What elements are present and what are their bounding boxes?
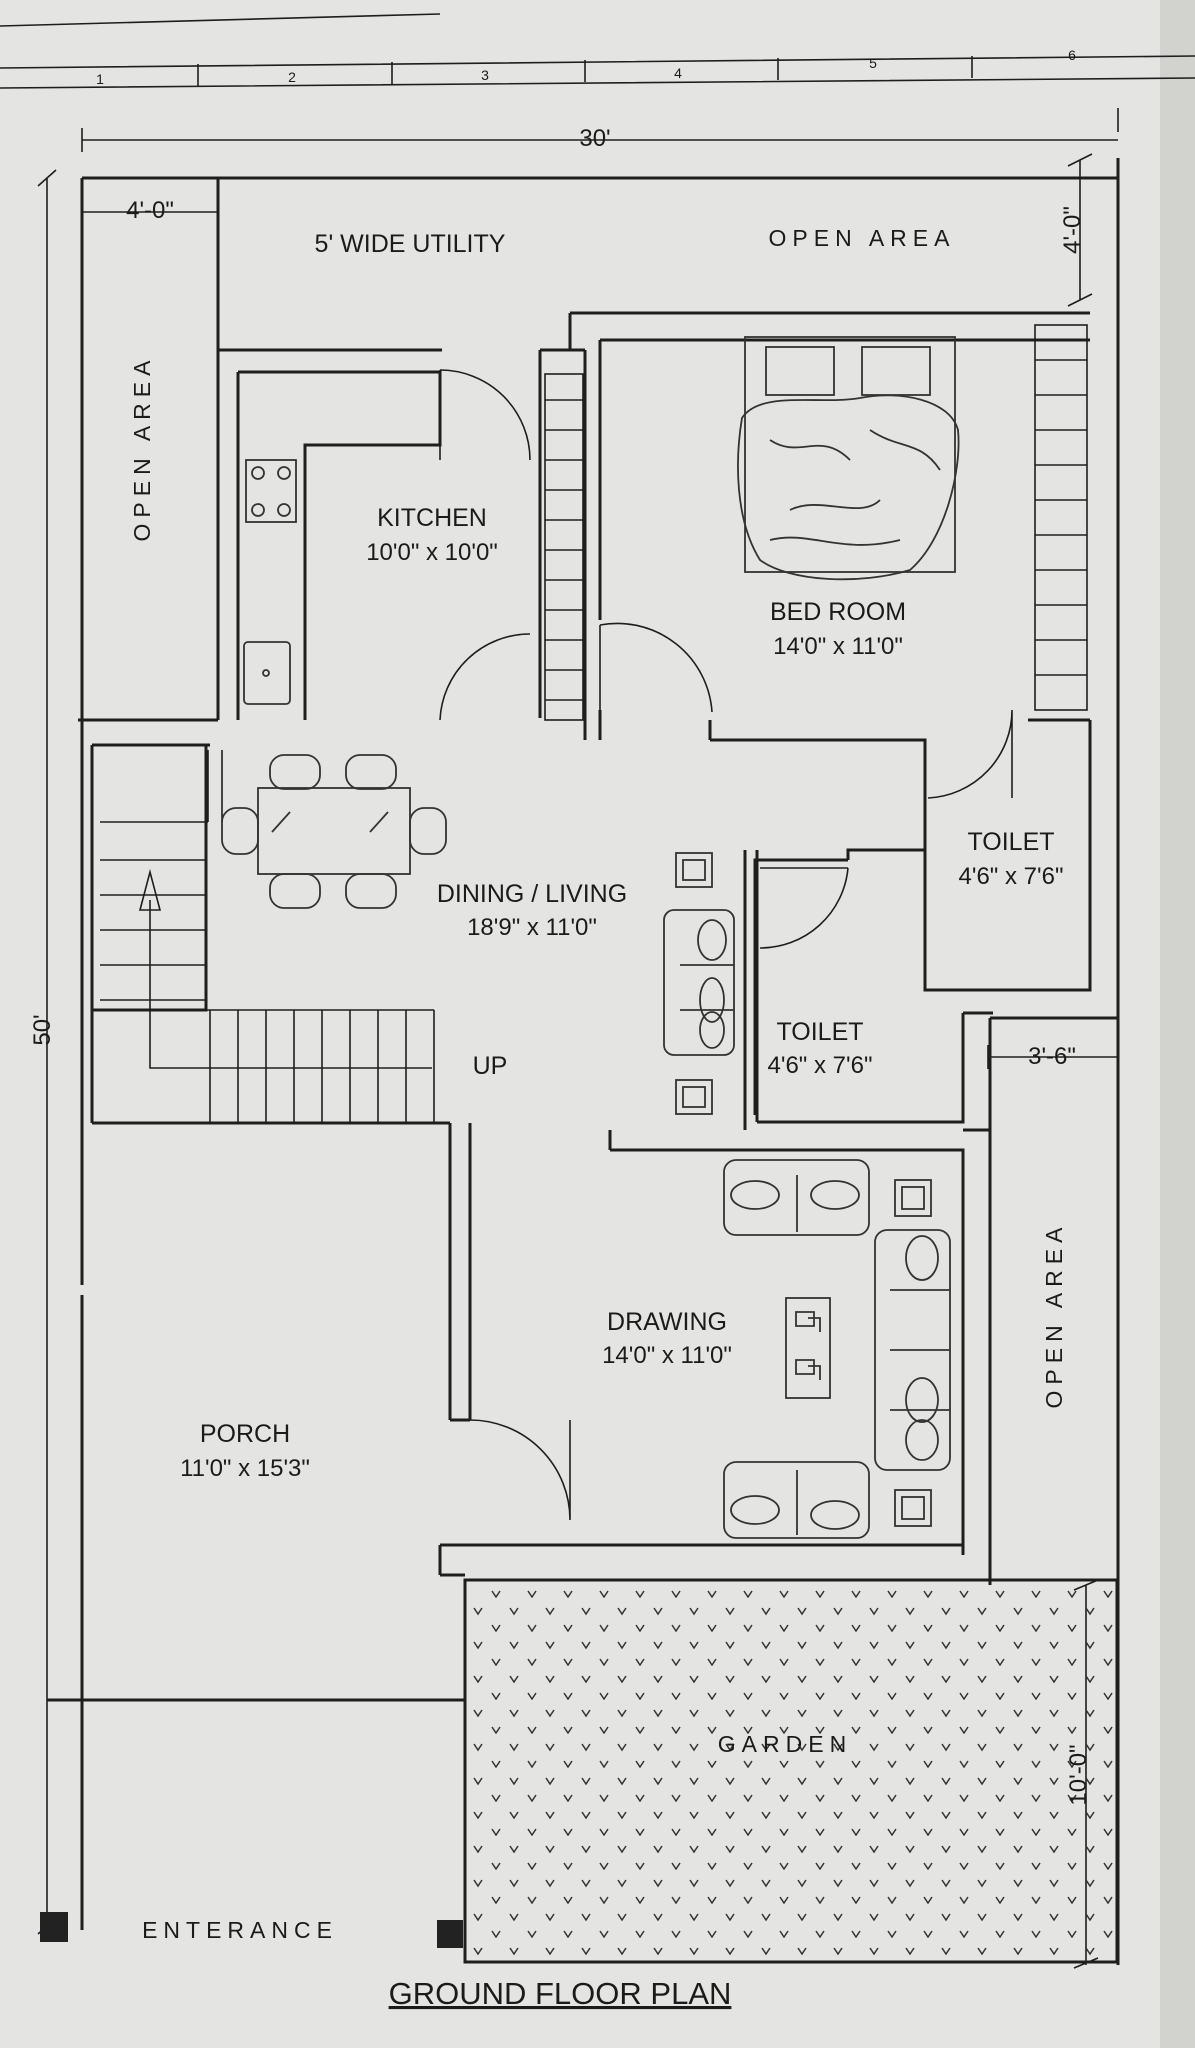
ruler-number: 5 [869, 55, 877, 71]
utility-label: 5' WIDE UTILITY [315, 230, 506, 258]
side-setback-dim-label: 3'-6" [1028, 1043, 1076, 1070]
ruler-number: 2 [288, 69, 296, 85]
porch-size: 11'0" x 15'3" [180, 1455, 310, 1482]
garden-hatch [463, 1578, 1119, 1964]
entrance-label: ENTERANCE [142, 1917, 338, 1943]
ruler-number: 6 [1068, 47, 1076, 63]
rear-setback-dim-label: 4'-0" [1059, 206, 1086, 254]
ruler-number: 3 [481, 67, 489, 83]
drawing-size: 14'0" x 11'0" [602, 1342, 732, 1369]
garden-name: GARDEN [718, 1731, 852, 1757]
garden-depth-dim-label: 10'-0" [1065, 1744, 1092, 1805]
porch-name: PORCH [200, 1420, 290, 1448]
drawing-name: DRAWING [607, 1308, 727, 1336]
drawing-title: GROUND FLOOR PLAN [389, 1976, 732, 2011]
staircase [100, 750, 435, 1123]
utility-side-dim-label: 4'-0" [126, 197, 174, 224]
toilet-2-size: 4'6" x 7'6" [768, 1052, 873, 1079]
ruler-number: 1 [96, 71, 104, 87]
bedroom-size: 14'0" x 11'0" [773, 633, 903, 660]
ruler-number: 4 [674, 65, 682, 81]
kitchen-fixtures [243, 459, 297, 705]
entrance-post-left [40, 1912, 68, 1942]
kitchen-size: 10'0" x 10'0" [366, 539, 498, 566]
toilet-1-name: TOILET [967, 828, 1054, 856]
bed [737, 336, 960, 581]
toilet-2-name: TOILET [776, 1018, 863, 1046]
open-area-rear-label: OPEN AREA [769, 225, 956, 251]
living-sofa [663, 852, 735, 1115]
plot-length-label: 50' [29, 1014, 56, 1045]
stair-hatch [545, 359, 1087, 701]
top-ruler: 1 2 3 4 5 6 [0, 13, 1195, 89]
kitchen-name: KITCHEN [377, 504, 487, 532]
drawing-furniture [723, 1159, 951, 1539]
dining-living-name: DINING / LIVING [437, 880, 627, 908]
entrance-post-right [437, 1920, 463, 1948]
plot-width-label: 30' [579, 125, 610, 152]
walls [78, 178, 1118, 1585]
toilet-1-size: 4'6" x 7'6" [959, 863, 1064, 890]
stair-up-label: UP [473, 1052, 508, 1080]
dining-table [221, 754, 447, 909]
open-area-left-label: OPEN AREA [129, 355, 155, 542]
dining-living-size: 18'9" x 11'0" [467, 914, 597, 941]
open-area-right-label: OPEN AREA [1041, 1222, 1067, 1409]
door-swings [439, 369, 1013, 1521]
bedroom-name: BED ROOM [770, 598, 906, 626]
